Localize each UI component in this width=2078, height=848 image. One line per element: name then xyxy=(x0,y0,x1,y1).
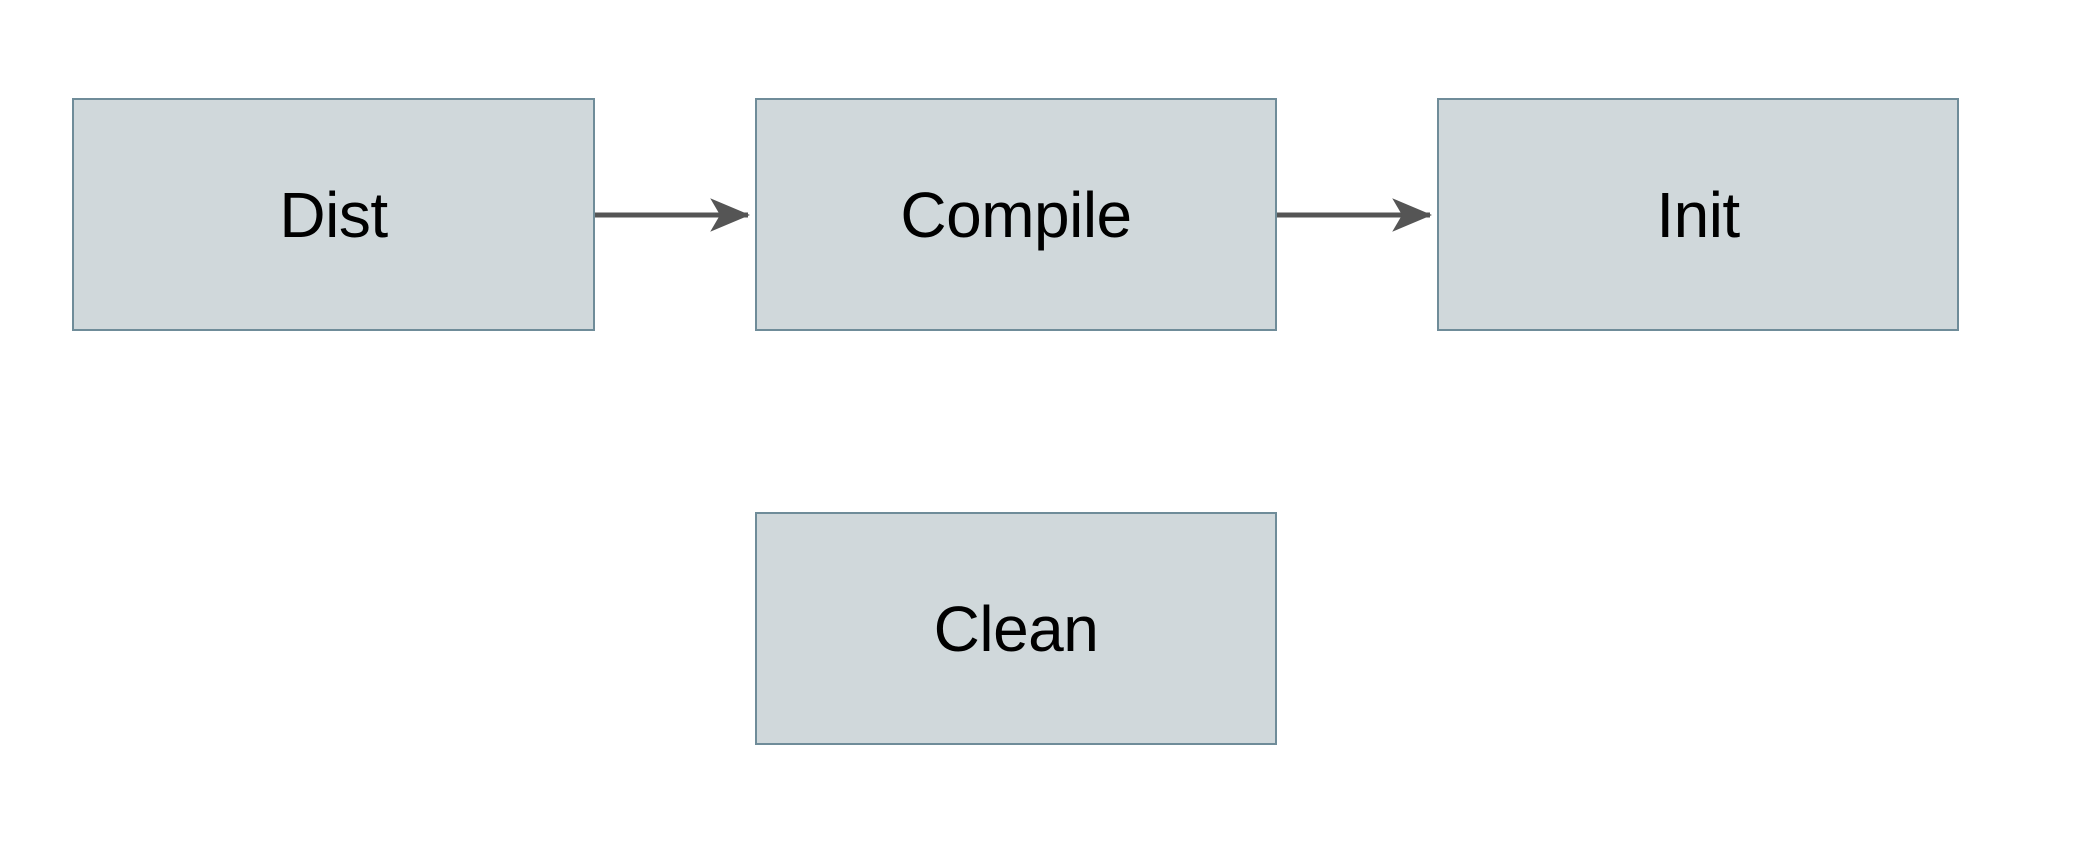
node-init[interactable]: Init xyxy=(1437,98,1959,331)
node-compile[interactable]: Compile xyxy=(755,98,1277,331)
node-dist-label: Dist xyxy=(279,178,388,251)
node-init-label: Init xyxy=(1656,178,1740,251)
node-compile-label: Compile xyxy=(900,178,1132,251)
node-clean[interactable]: Clean xyxy=(755,512,1277,745)
node-clean-label: Clean xyxy=(933,592,1099,665)
node-dist[interactable]: Dist xyxy=(72,98,595,331)
